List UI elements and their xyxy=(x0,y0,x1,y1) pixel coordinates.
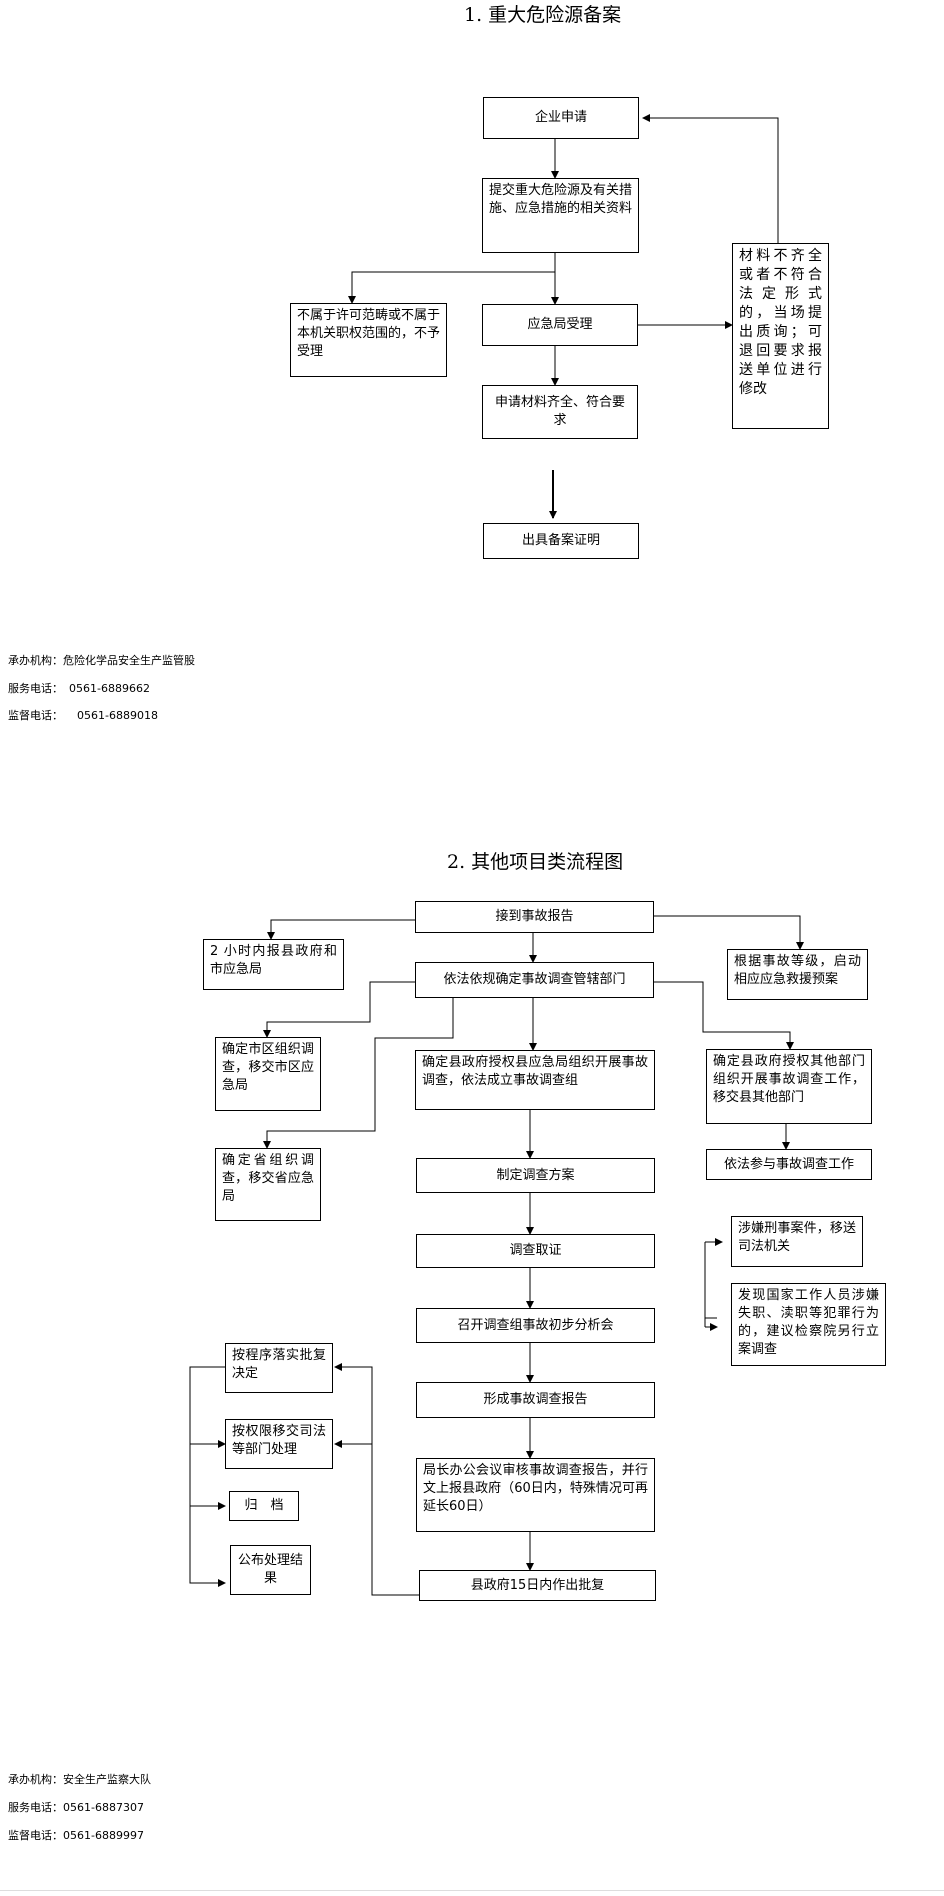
node-form-report: 形成事故调查报告 xyxy=(416,1382,655,1418)
org-label: 承办机构： xyxy=(8,654,63,667)
node-materials-incomplete: 材料不齐全或者不符合法定形式的，当场提出质询；可退回要求报送单位进行修改 xyxy=(732,243,829,429)
node-submit-materials: 提交重大危险源及有关措施、应急措施的相关资料 xyxy=(482,178,639,253)
section2-title: 2. 其他项目类流程图 xyxy=(447,851,624,873)
node-issue-certificate: 出具备案证明 xyxy=(483,523,639,559)
node-archive: 归 档 xyxy=(229,1491,299,1521)
node-criminal-transfer: 涉嫌刑事案件，移送司法机关 xyxy=(731,1216,863,1267)
node-make-plan: 制定调查方案 xyxy=(416,1158,655,1193)
node-city-investigation: 确定市区组织调查，移交市区应急局 xyxy=(215,1037,321,1111)
node-implement-decision: 按程序落实批复决定 xyxy=(225,1343,333,1393)
node-determine-jurisdiction: 依法依规确定事故调查管辖部门 xyxy=(415,962,654,998)
node-bureau-accept: 应急局受理 xyxy=(482,304,638,346)
section2-org-line: 承办机构：安全生产监察大队 xyxy=(8,1771,151,1787)
service-phone-value: 0561-6889662 xyxy=(69,682,150,695)
footer-divider xyxy=(0,1890,944,1891)
node-receive-report: 接到事故报告 xyxy=(415,901,654,933)
supervise-phone-label: 监督电话： xyxy=(8,709,63,722)
node-other-department: 确定县政府授权其他部门组织开展事故调查工作，移交县其他部门 xyxy=(706,1049,872,1124)
node-materials-complete: 申请材料齐全、符合要求 xyxy=(482,385,638,439)
section1-org-line: 承办机构：危险化学品安全生产监管股 xyxy=(8,652,195,668)
org-value: 危险化学品安全生产监管股 xyxy=(63,654,195,667)
org-label: 承办机构： xyxy=(8,1773,63,1786)
node-report-2h: 2 小时内报县政府和市应急局 xyxy=(203,939,344,990)
node-enterprise-apply: 企业申请 xyxy=(483,97,639,139)
node-participate-investigation: 依法参与事故调查工作 xyxy=(706,1149,872,1180)
supervise-phone-label: 监督电话： xyxy=(8,1829,63,1842)
node-province-investigation: 确定省组织调查，移交省应急局 xyxy=(215,1148,321,1221)
supervise-phone-value: 0561-6889018 xyxy=(77,709,158,722)
section2-service-phone-line: 服务电话：0561-6887307 xyxy=(8,1799,144,1815)
service-phone-label: 服务电话： xyxy=(8,1801,63,1814)
service-phone-label: 服务电话： xyxy=(8,682,63,695)
org-value: 安全生产监察大队 xyxy=(63,1773,151,1786)
node-collect-evidence: 调查取证 xyxy=(416,1234,655,1268)
section1-title: 1. 重大危险源备案 xyxy=(464,4,622,26)
supervise-phone-value: 0561-6889997 xyxy=(63,1829,144,1842)
section1-service-phone-line: 服务电话： 0561-6889662 xyxy=(8,680,150,696)
node-county-bureau-investigation: 确定县政府授权县应急局组织开展事故调查，依法成立事故调查组 xyxy=(415,1050,655,1110)
node-county-approval: 县政府15日内作出批复 xyxy=(419,1570,656,1601)
section1-supervise-phone-line: 监督电话： 0561-6889018 xyxy=(8,707,158,723)
node-not-accepted: 不属于许可范畴或不属于本机关职权范围的，不予受理 xyxy=(290,303,447,377)
node-analysis-meeting: 召开调查组事故初步分析会 xyxy=(416,1308,655,1343)
node-emergency-plan: 根据事故等级，启动相应应急救援预案 xyxy=(727,949,868,1000)
service-phone-value: 0561-6887307 xyxy=(63,1801,144,1814)
node-official-misconduct: 发现国家工作人员涉嫌失职、渎职等犯罪行为的，建议检察院另行立案调查 xyxy=(731,1283,886,1366)
node-transfer-judicial: 按权限移交司法等部门处理 xyxy=(225,1419,333,1469)
node-director-review: 局长办公会议审核事故调查报告，并行文上报县政府（60日内，特殊情况可再延长60日… xyxy=(416,1458,655,1532)
node-publish-result: 公布处理结果 xyxy=(230,1545,311,1595)
section2-supervise-phone-line: 监督电话：0561-6889997 xyxy=(8,1827,144,1843)
